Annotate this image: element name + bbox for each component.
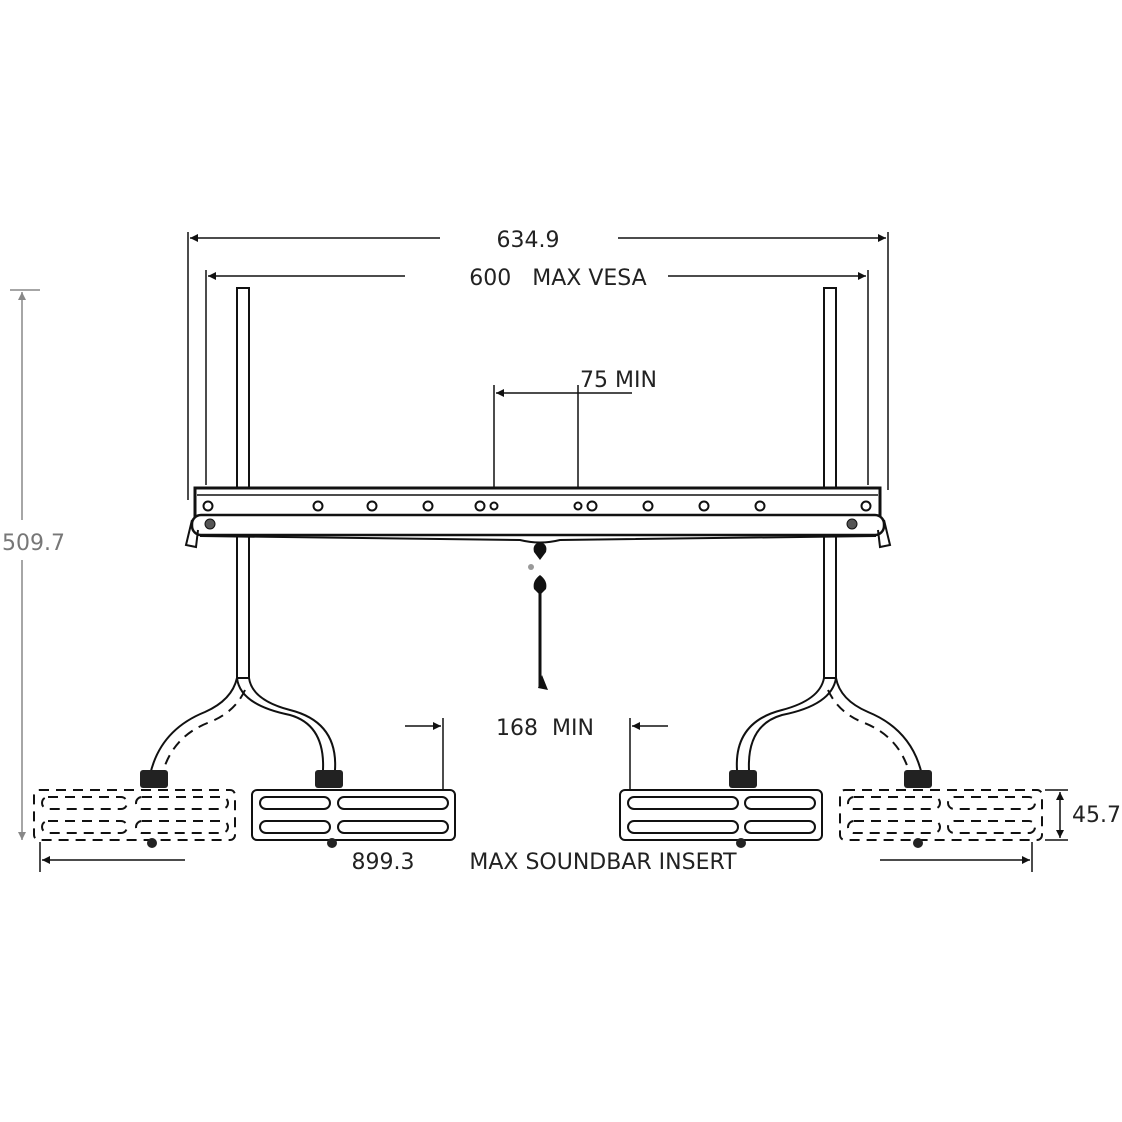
soundbar-insert-value: 899.3 bbox=[352, 850, 415, 875]
vesa-min-dimension: 75 MIN bbox=[493, 368, 657, 492]
soundbar-bracket-right-dashed bbox=[839, 789, 1043, 841]
soundbar-bracket-right bbox=[619, 789, 823, 841]
vesa-dimension: 600 MAX VESA bbox=[205, 266, 869, 485]
bracket-height-label: 45.7 bbox=[1072, 803, 1121, 828]
left-arms bbox=[140, 677, 343, 788]
bracket-height-dimension: 45.7 bbox=[1045, 789, 1121, 841]
overall-width-dimension: 634.9 bbox=[187, 228, 889, 500]
bracket-nuts bbox=[147, 838, 923, 848]
right-arms bbox=[729, 677, 932, 788]
height-label: 509.7 bbox=[2, 531, 65, 556]
soundbar-bracket-left-dashed bbox=[33, 789, 236, 841]
safety-cable bbox=[528, 542, 548, 690]
vesa-label: 600 MAX VESA bbox=[469, 266, 646, 291]
height-dimension: 509.7 bbox=[2, 289, 65, 840]
soundbar-gap-dimension: 168 MIN bbox=[405, 716, 668, 790]
overall-width-label: 634.9 bbox=[497, 228, 560, 253]
soundbar-gap-label: 168 MIN bbox=[496, 716, 594, 741]
vesa-min-label: 75 MIN bbox=[580, 368, 657, 393]
soundbar-insert-label: MAX SOUNDBAR INSERT bbox=[469, 850, 737, 875]
vertical-rails bbox=[236, 287, 837, 679]
soundbar-insert-dimension: 899.3 MAX SOUNDBAR INSERT bbox=[39, 842, 1033, 875]
soundbar-bracket-left bbox=[251, 789, 456, 841]
wall-plate bbox=[184, 486, 892, 549]
